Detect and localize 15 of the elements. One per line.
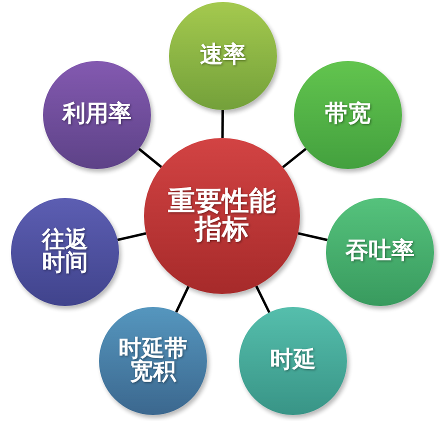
connector-line xyxy=(282,148,307,168)
circle-label: 往返时间 xyxy=(41,228,89,276)
connector-line xyxy=(221,110,224,138)
connector-line xyxy=(255,286,270,314)
connector-line xyxy=(298,232,328,242)
circle-label: 带宽 xyxy=(324,103,372,127)
circle-label: 利用率 xyxy=(62,103,132,127)
connector-line xyxy=(117,232,146,242)
connector-line xyxy=(138,148,162,168)
circle-label: 时延带宽积 xyxy=(118,338,188,384)
circle-label: 速率 xyxy=(199,44,247,68)
circle-label: 时延 xyxy=(269,349,317,373)
circle-label: 重要性能指标 xyxy=(167,188,277,244)
circle-label: 吞吐率 xyxy=(344,240,416,264)
connector-line xyxy=(175,286,190,313)
